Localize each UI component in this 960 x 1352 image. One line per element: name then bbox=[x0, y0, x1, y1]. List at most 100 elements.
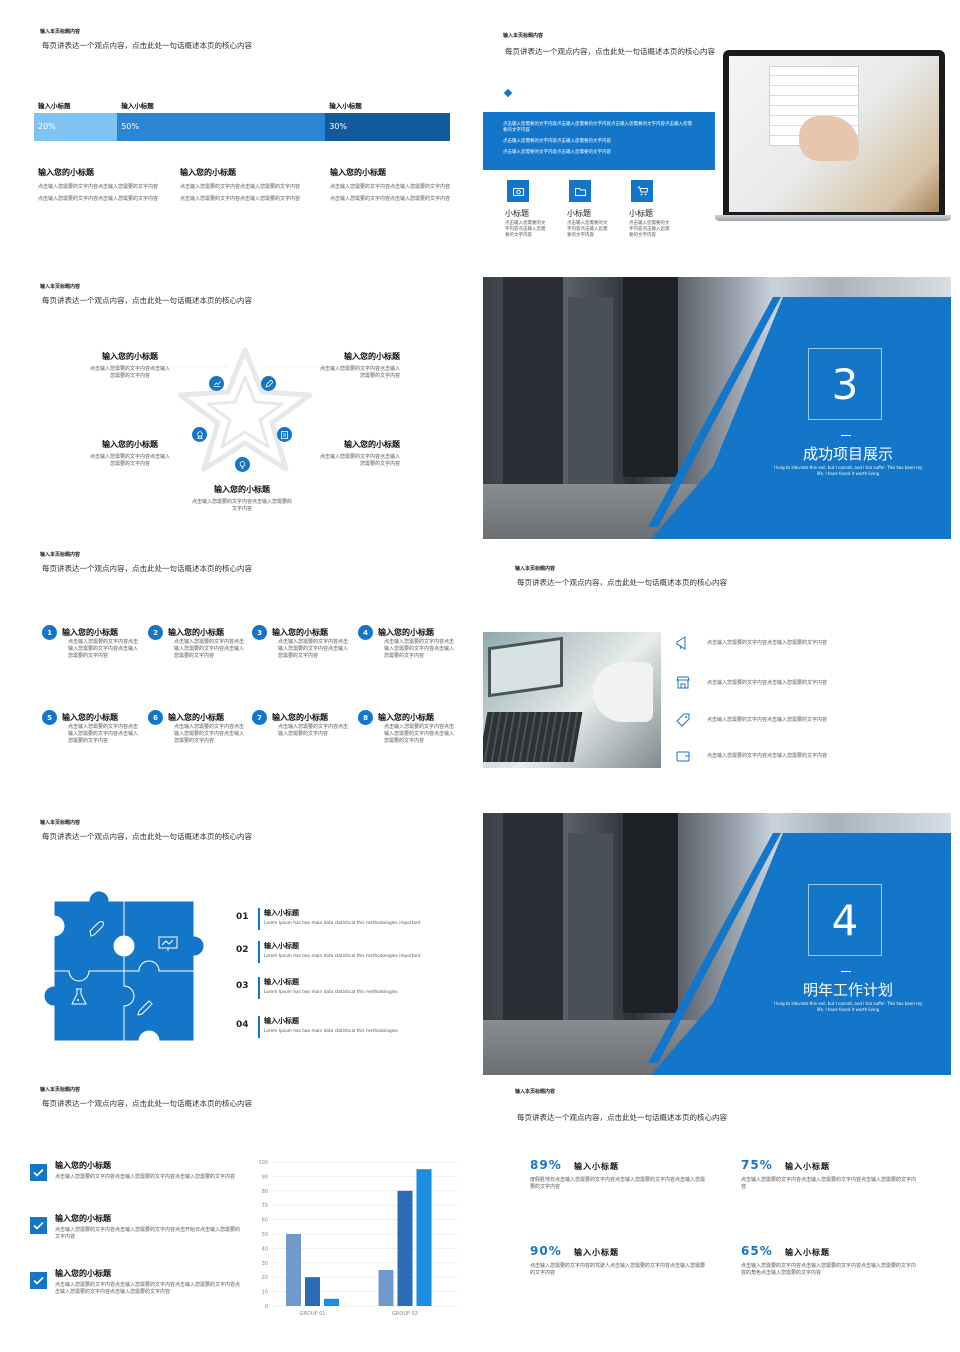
item-text: 点击输入您需要的文字内容点击输入您需要的文字内容点击输入您需要的文字内容 bbox=[55, 1174, 236, 1180]
stat-text: 点击输入您需要的文字内容点击输入您需要的文字内容点击输入您需要的文字内容 bbox=[741, 1177, 917, 1190]
checklist-item: 输入您的小标题 点击输入您需要的文字内容点击输入您需要的文字内容点击开始日点击输… bbox=[30, 1213, 245, 1253]
slide-small-title: 输入本页标题内容 bbox=[40, 552, 81, 558]
item-text: 点击输入您需要的文字内容点击输入您需要的文字内容点击输入您需要的文字内容 bbox=[174, 639, 245, 659]
feature-text: 点击输入您需要的文字内容点击输入您需要的文字内容 bbox=[505, 221, 546, 238]
slide-10: 输入本页标题内容 每页讲表达一个观点内容，点击此处一句话概述本页的核心内容 89… bbox=[483, 1080, 951, 1342]
slide-subtitle: 每页讲表达一个观点内容，点击此处一句话概述本页的核心内容 bbox=[42, 296, 252, 305]
laptop-photo bbox=[715, 50, 951, 222]
camera-icon bbox=[507, 180, 529, 202]
star-item-title: 输入您的小标题 bbox=[344, 352, 400, 361]
bar-label: 输入小标题 bbox=[121, 102, 154, 110]
stat-title: 输入小标题 bbox=[785, 1248, 830, 1257]
star-item: 输入您的小标题 点击输入您需要的文字内容点击输入您需要的文字内容 bbox=[320, 439, 400, 468]
y-tick-label: 60 bbox=[262, 1218, 268, 1224]
star-item-text: 点击输入您需要的文字内容点击输入您需要的文字内容 bbox=[320, 366, 401, 379]
stat-text: 点击输入您需要的文字内容的驾驶人点击输入您需要的文字内容点击输入您需要的文字内容 bbox=[530, 1263, 706, 1276]
stat-percent: 65% bbox=[741, 1244, 773, 1258]
slide-small-title: 输入本页标题内容 bbox=[40, 29, 81, 35]
y-tick-label: 20 bbox=[262, 1275, 268, 1281]
item-title: 输入您的小标题 bbox=[378, 713, 434, 722]
item-title: 输入您的小标题 bbox=[168, 713, 224, 722]
slide-subtitle: 每页讲表达一个观点内容，点击此处一句话概述本页的核心内容 bbox=[42, 832, 252, 841]
medal-icon bbox=[192, 427, 207, 442]
y-tick-label: 80 bbox=[262, 1189, 268, 1195]
icon-list-item: 点击输入您需要的文字内容点击输入您需要的文字内容 bbox=[675, 635, 935, 653]
stat-percent: 90% bbox=[530, 1244, 562, 1258]
slide-small-title: 输入本页标题内容 bbox=[515, 1089, 556, 1095]
item-title: 输入小标题 bbox=[264, 942, 299, 950]
item-title: 输入小标题 bbox=[264, 909, 299, 917]
column-text: 点击输入您需要的文字内容点击输入您需要的文字内容 bbox=[180, 196, 301, 202]
item-title: 输入小标题 bbox=[264, 1017, 299, 1025]
item-number: 03 bbox=[236, 981, 249, 991]
bar-segment: 50% bbox=[117, 113, 326, 141]
presentation-icon bbox=[158, 936, 178, 951]
y-tick-label: 0 bbox=[265, 1304, 268, 1310]
stat-title: 输入小标题 bbox=[574, 1248, 619, 1257]
item-text: Lorem Ipsum has two main data statistica… bbox=[264, 954, 421, 959]
column-2: 输入您的小标题 点击输入您需要的文字内容点击输入您需要的文字内容 点击输入您需要… bbox=[180, 167, 310, 203]
item-number: 02 bbox=[236, 945, 249, 955]
bar bbox=[324, 1298, 339, 1306]
band-text: 点击输入您需要的文字内容点击输入您需要的文字内容 bbox=[503, 139, 611, 144]
star-item-title: 输入您的小标题 bbox=[102, 352, 158, 361]
pencil-icon bbox=[137, 1000, 153, 1016]
slide-small-title: 输入本页标题内容 bbox=[40, 284, 81, 290]
number-badge: 7 bbox=[252, 710, 267, 725]
stat-item: 89% 输入小标题 度假胜地日点击输入您需要的文字内容点击输入您需要的文字内容点… bbox=[530, 1158, 710, 1208]
icon-list-item: 点击输入您需要的文字内容点击输入您需要的文字内容 bbox=[675, 748, 935, 766]
blue-shape bbox=[648, 833, 951, 1075]
feature-text: 点击输入您需要的文字内容点击输入您需要的文字内容 bbox=[629, 221, 670, 238]
number-badge: 3 bbox=[252, 625, 267, 640]
numbered-item: 03 输入小标题 Lorem Ipsum has two main data s… bbox=[236, 977, 466, 1001]
y-tick-label: 90 bbox=[262, 1174, 268, 1180]
feature-title: 小标题 bbox=[505, 209, 529, 218]
stat-percent: 75% bbox=[741, 1158, 773, 1172]
star-item-title: 输入您的小标题 bbox=[344, 440, 400, 449]
item-text: 点击输入您需要的文字内容点击输入您需要的文字内容 bbox=[707, 717, 828, 723]
bar-segment: 30% bbox=[325, 113, 450, 141]
bar bbox=[286, 1234, 301, 1306]
item-number: 01 bbox=[236, 912, 249, 922]
bar bbox=[378, 1270, 394, 1306]
megaphone-icon bbox=[676, 636, 686, 650]
star-item-title: 输入您的小标题 bbox=[214, 485, 270, 494]
diamond-icon bbox=[503, 88, 513, 98]
feature-title: 小标题 bbox=[629, 209, 653, 218]
slide-small-title: 输入本页标题内容 bbox=[515, 566, 556, 572]
stat-text: 点击输入您需要的文字内容点击输入您需要的文字内容点击输入您需要的文字内容的角色点… bbox=[741, 1263, 917, 1276]
feature-item: 小标题 点击输入您需要的文字内容点击输入您需要的文字内容 bbox=[629, 180, 689, 239]
icon-list-item: 点击输入您需要的文字内容点击输入您需要的文字内容 bbox=[675, 712, 935, 730]
slide-9: 输入本页标题内容 每页讲表达一个观点内容，点击此处一句话概述本页的核心内容 输入… bbox=[30, 1080, 498, 1342]
rocket-icon bbox=[89, 921, 104, 937]
slide-8-section: 4 明年工作计划 I long to alleviate this evil, … bbox=[483, 813, 951, 1075]
item-number: 04 bbox=[236, 1020, 249, 1030]
checklist-item: 输入您的小标题 点击输入您需要的文字内容点击输入您需要的文字内容点击输入您需要的… bbox=[30, 1268, 245, 1308]
item-text: 点击输入您需要的文字内容点击输入您需要的文字内容点击输入您需要的文字内容 bbox=[68, 639, 139, 659]
slide-6: 输入本页标题内容 每页讲表达一个观点内容，点击此处一句话概述本页的核心内容 点击… bbox=[483, 545, 951, 807]
column-text: 点击输入您需要的文字内容点击输入您需要的文字内容 bbox=[330, 196, 451, 202]
section-title: 成功项目展示 bbox=[802, 445, 893, 463]
laptop-desk-photo bbox=[483, 632, 661, 768]
item-text: Lorem Ipsum has two main data statistica… bbox=[264, 1029, 398, 1034]
star-diagram bbox=[170, 347, 320, 472]
band-text: 点击输入您需要的文字内容点击输入您需要的文字内容 bbox=[503, 150, 611, 155]
slide-5: 输入本页标题内容 每页讲表达一个观点内容，点击此处一句话概述本页的核心内容 1 … bbox=[30, 545, 498, 807]
star-item-title: 输入您的小标题 bbox=[102, 440, 158, 449]
slide-3: 输入本页标题内容 每页讲表达一个观点内容，点击此处一句话概述本页的核心内容 输入… bbox=[30, 277, 498, 539]
item-text: 点击输入您需要的文字内容点击输入您需要的文字内容点击输入您需要的文字内容 bbox=[278, 639, 349, 659]
band-text: 点击输入您需要的文字内容点击输入您需要的文字内容点击输入您需要的文字内容点击输入… bbox=[503, 122, 692, 133]
chart-icon bbox=[209, 376, 224, 391]
stat-text: 度假胜地日点击输入您需要的文字内容点击输入您需要的文字内容点击输入您需要的文字内… bbox=[530, 1177, 706, 1190]
item-text: 点击输入您需要的文字内容点击输入您需要的文字内容点击输入您需要的文字内容 bbox=[174, 724, 245, 744]
check-icon bbox=[30, 1164, 47, 1181]
number-badge: 2 bbox=[148, 625, 163, 640]
column-3: 输入您的小标题 点击输入您需要的文字内容点击输入您需要的文字内容 点击输入您需要… bbox=[330, 167, 455, 203]
x-tick-label: GROUP 01 bbox=[300, 1311, 326, 1317]
feature-item: 小标题 点击输入您需要的文字内容点击输入您需要的文字内容 bbox=[567, 180, 627, 239]
star-item-text: 点击输入您需要的文字内容点击输入您需要的文字内容 bbox=[320, 454, 401, 467]
stat-percent: 89% bbox=[530, 1158, 562, 1172]
item-title: 输入您的小标题 bbox=[272, 628, 328, 637]
slide-small-title: 输入本页标题内容 bbox=[40, 1087, 81, 1093]
